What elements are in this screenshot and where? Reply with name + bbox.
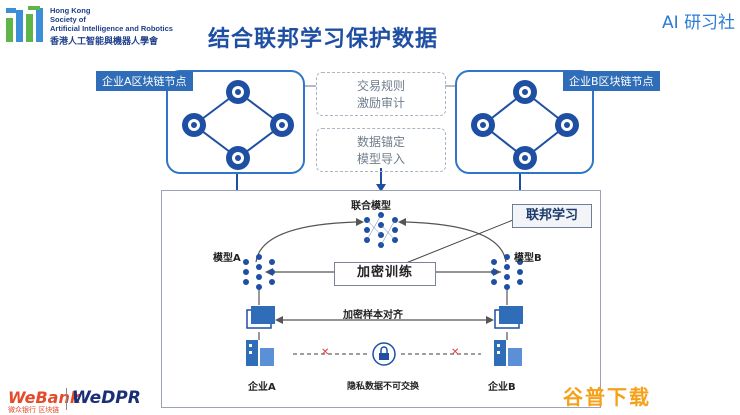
document-stack-icon	[246, 306, 275, 329]
data-anchor-box: 数据锚定 模型导入	[316, 128, 446, 172]
region-b-label: 企业B区块链节点	[563, 71, 660, 91]
logo-chinese-text: 香港人工智能與機器人學會	[50, 37, 159, 47]
lock-icon	[372, 342, 396, 366]
model-b-label: 模型B	[514, 253, 542, 264]
brand-logo: AI 研习社	[662, 13, 736, 33]
page-title: 结合联邦学习保护数据	[208, 27, 439, 52]
building-icon	[494, 340, 522, 366]
cross-mark-left: ✕	[321, 347, 330, 358]
company-a-label: 企业A	[248, 382, 276, 393]
node-network-a	[182, 80, 294, 170]
model-a-label: 模型A	[213, 253, 241, 264]
cross-mark-right: ✕	[451, 347, 460, 358]
neural-network-icon	[364, 212, 398, 248]
neural-network-icon	[243, 254, 275, 290]
wedpr-logo: WeDPR	[72, 388, 141, 408]
neural-network-icon	[491, 254, 523, 290]
federated-learning-label: 联邦学习	[512, 204, 592, 228]
download-site-watermark: 谷普下载	[563, 385, 651, 409]
private-data-label: 隐私数据不可交换	[347, 382, 420, 392]
joint-model-label: 联合模型	[351, 201, 391, 212]
hksair-logo	[4, 4, 46, 46]
logo-english-text: Hong Kong Society of Artificial Intellig…	[50, 6, 173, 33]
webank-cn-text: 微众银行 区块链	[8, 406, 60, 414]
node-icon	[182, 80, 294, 170]
encrypted-training-label: 加密训练	[334, 262, 436, 286]
trade-rules-box: 交易规则 激励审计	[316, 72, 446, 116]
node-network-b	[471, 80, 579, 170]
company-b-label: 企业B	[488, 382, 516, 393]
node-icon	[471, 80, 579, 170]
sample-alignment-label: 加密样本对齐	[343, 310, 403, 321]
footer-divider	[66, 388, 67, 410]
webank-logo: WeBank	[8, 388, 81, 407]
document-stack-icon	[494, 306, 523, 329]
region-a-label: 企业A区块链节点	[96, 71, 193, 91]
building-icon	[246, 340, 274, 366]
